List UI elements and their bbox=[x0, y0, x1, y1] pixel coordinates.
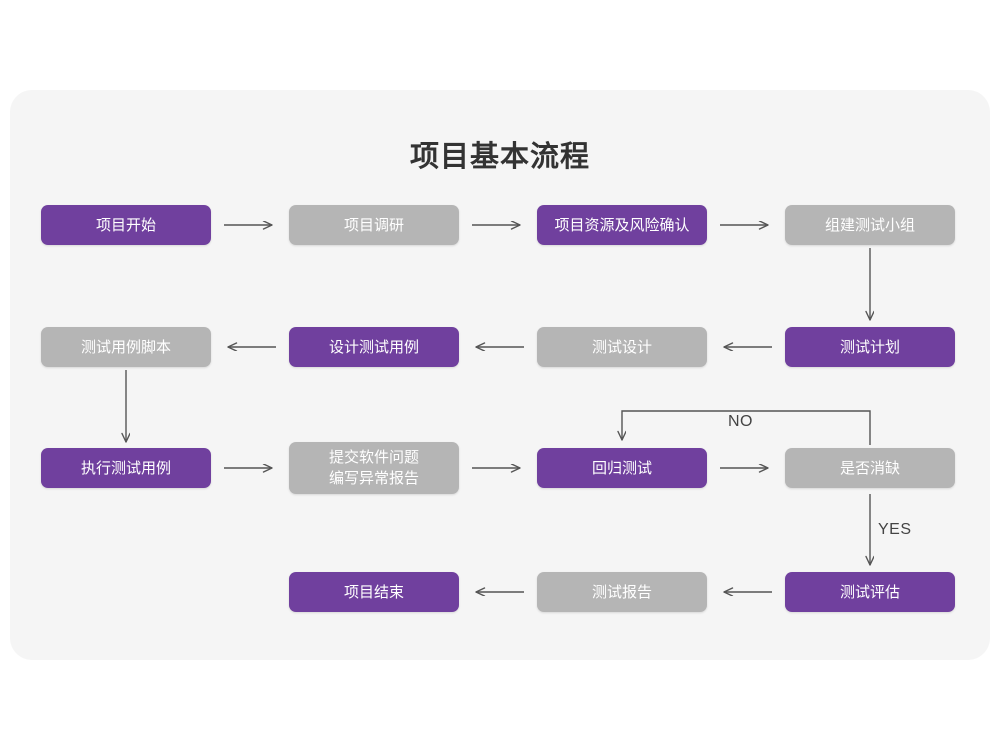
node-form-test-team[interactable]: 组建测试小组 bbox=[785, 205, 955, 245]
node-project-start[interactable]: 项目开始 bbox=[41, 205, 211, 245]
node-test-plan[interactable]: 测试计划 bbox=[785, 327, 955, 367]
flowchart-card bbox=[10, 90, 990, 660]
node-test-design[interactable]: 测试设计 bbox=[537, 327, 707, 367]
edge-label-no: NO bbox=[728, 413, 753, 430]
node-project-research[interactable]: 项目调研 bbox=[289, 205, 459, 245]
node-test-report[interactable]: 测试报告 bbox=[537, 572, 707, 612]
node-regression-test[interactable]: 回归测试 bbox=[537, 448, 707, 488]
node-resource-risk-confirm[interactable]: 项目资源及风险确认 bbox=[537, 205, 707, 245]
node-defect-resolved[interactable]: 是否消缺 bbox=[785, 448, 955, 488]
page-title: 项目基本流程 bbox=[409, 141, 590, 173]
node-execute-test-case[interactable]: 执行测试用例 bbox=[41, 448, 211, 488]
node-project-end[interactable]: 项目结束 bbox=[289, 572, 459, 612]
node-test-case-script[interactable]: 测试用例脚本 bbox=[41, 327, 211, 367]
node-submit-defect-report[interactable]: 提交软件问题 编写异常报告 bbox=[289, 442, 459, 494]
edge-n12-n11-no bbox=[622, 410, 871, 445]
edge-label-yes: YES bbox=[878, 521, 912, 538]
node-test-evaluation[interactable]: 测试评估 bbox=[785, 572, 955, 612]
node-design-test-case[interactable]: 设计测试用例 bbox=[289, 327, 459, 367]
